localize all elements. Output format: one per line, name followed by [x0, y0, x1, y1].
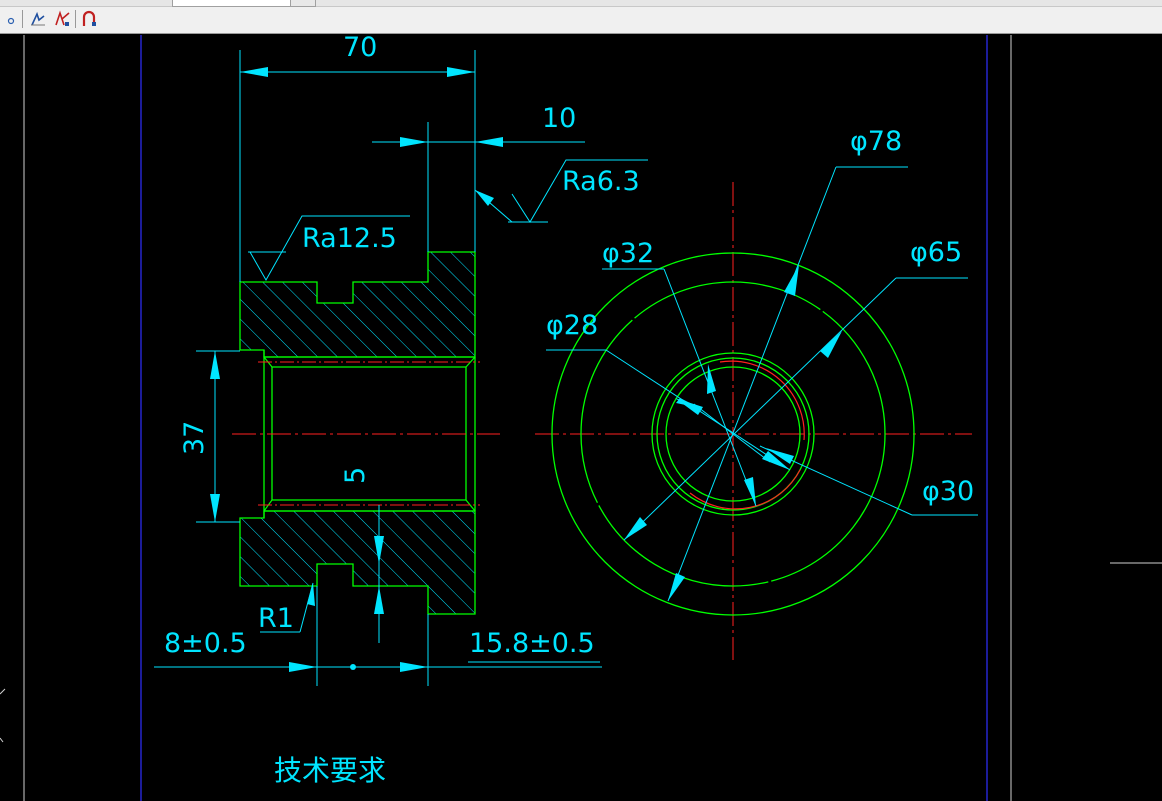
end-view [535, 182, 972, 660]
drawing-frame [23, 35, 1162, 801]
circle-d78 [551, 252, 915, 616]
geometric-tolerance-button[interactable] [28, 9, 48, 29]
dim-d28: φ28 [546, 310, 598, 341]
layer-combo[interactable] [172, 0, 292, 7]
circle-d28 [665, 366, 801, 502]
bore-outline [258, 350, 480, 518]
roughness-ra-6-3: Ra6.3 [562, 166, 640, 197]
dim-d78: φ78 [850, 126, 902, 157]
end-view-dimensions [546, 166, 978, 602]
circle-d30 [656, 357, 810, 511]
toolbar-separator [75, 10, 76, 28]
lower-wall-section [239, 510, 476, 615]
osnap-point-button[interactable] [0, 9, 20, 29]
toolbar [0, 0, 1162, 34]
margin-mark [0, 737, 4, 743]
circle-d32 [651, 352, 815, 516]
menu-strip [0, 0, 1162, 7]
dim-r1: R1 [258, 603, 294, 634]
arc-length-icon [82, 10, 96, 26]
dim-d65: φ65 [910, 237, 962, 268]
dim-d30: φ30 [922, 476, 974, 507]
dimension-edit-icon [55, 10, 70, 26]
dim-70: 70 [343, 35, 377, 63]
dim-10: 10 [542, 103, 576, 134]
osnap-point-icon [7, 17, 15, 25]
drawing-canvas[interactable]: 70 10 Ra6.3 Ra12.5 37 5 R1 8±0.5 15.8±0.… [0, 35, 1162, 801]
geometric-tolerance-icon [31, 11, 45, 26]
upper-wall-section [239, 251, 476, 358]
section-dimensions [154, 50, 648, 686]
arc-length-button[interactable] [79, 9, 99, 29]
tech-requirements-heading: 技术要求 [274, 754, 386, 787]
margin-mark [0, 688, 6, 695]
dim-15-8-tol: 15.8±0.5 [469, 628, 595, 659]
dim-8-tol: 8±0.5 [164, 628, 247, 659]
dim-37: 37 [179, 421, 210, 455]
toolbar-separator [22, 10, 23, 28]
layer-combo-dropdown[interactable] [290, 0, 316, 7]
circle-d65 [580, 281, 886, 587]
roughness-ra-12-5: Ra12.5 [302, 223, 397, 254]
dimension-edit-button[interactable] [52, 9, 72, 29]
section-view [232, 251, 500, 615]
dim-5: 5 [340, 467, 371, 484]
dim-d32: φ32 [602, 238, 654, 269]
